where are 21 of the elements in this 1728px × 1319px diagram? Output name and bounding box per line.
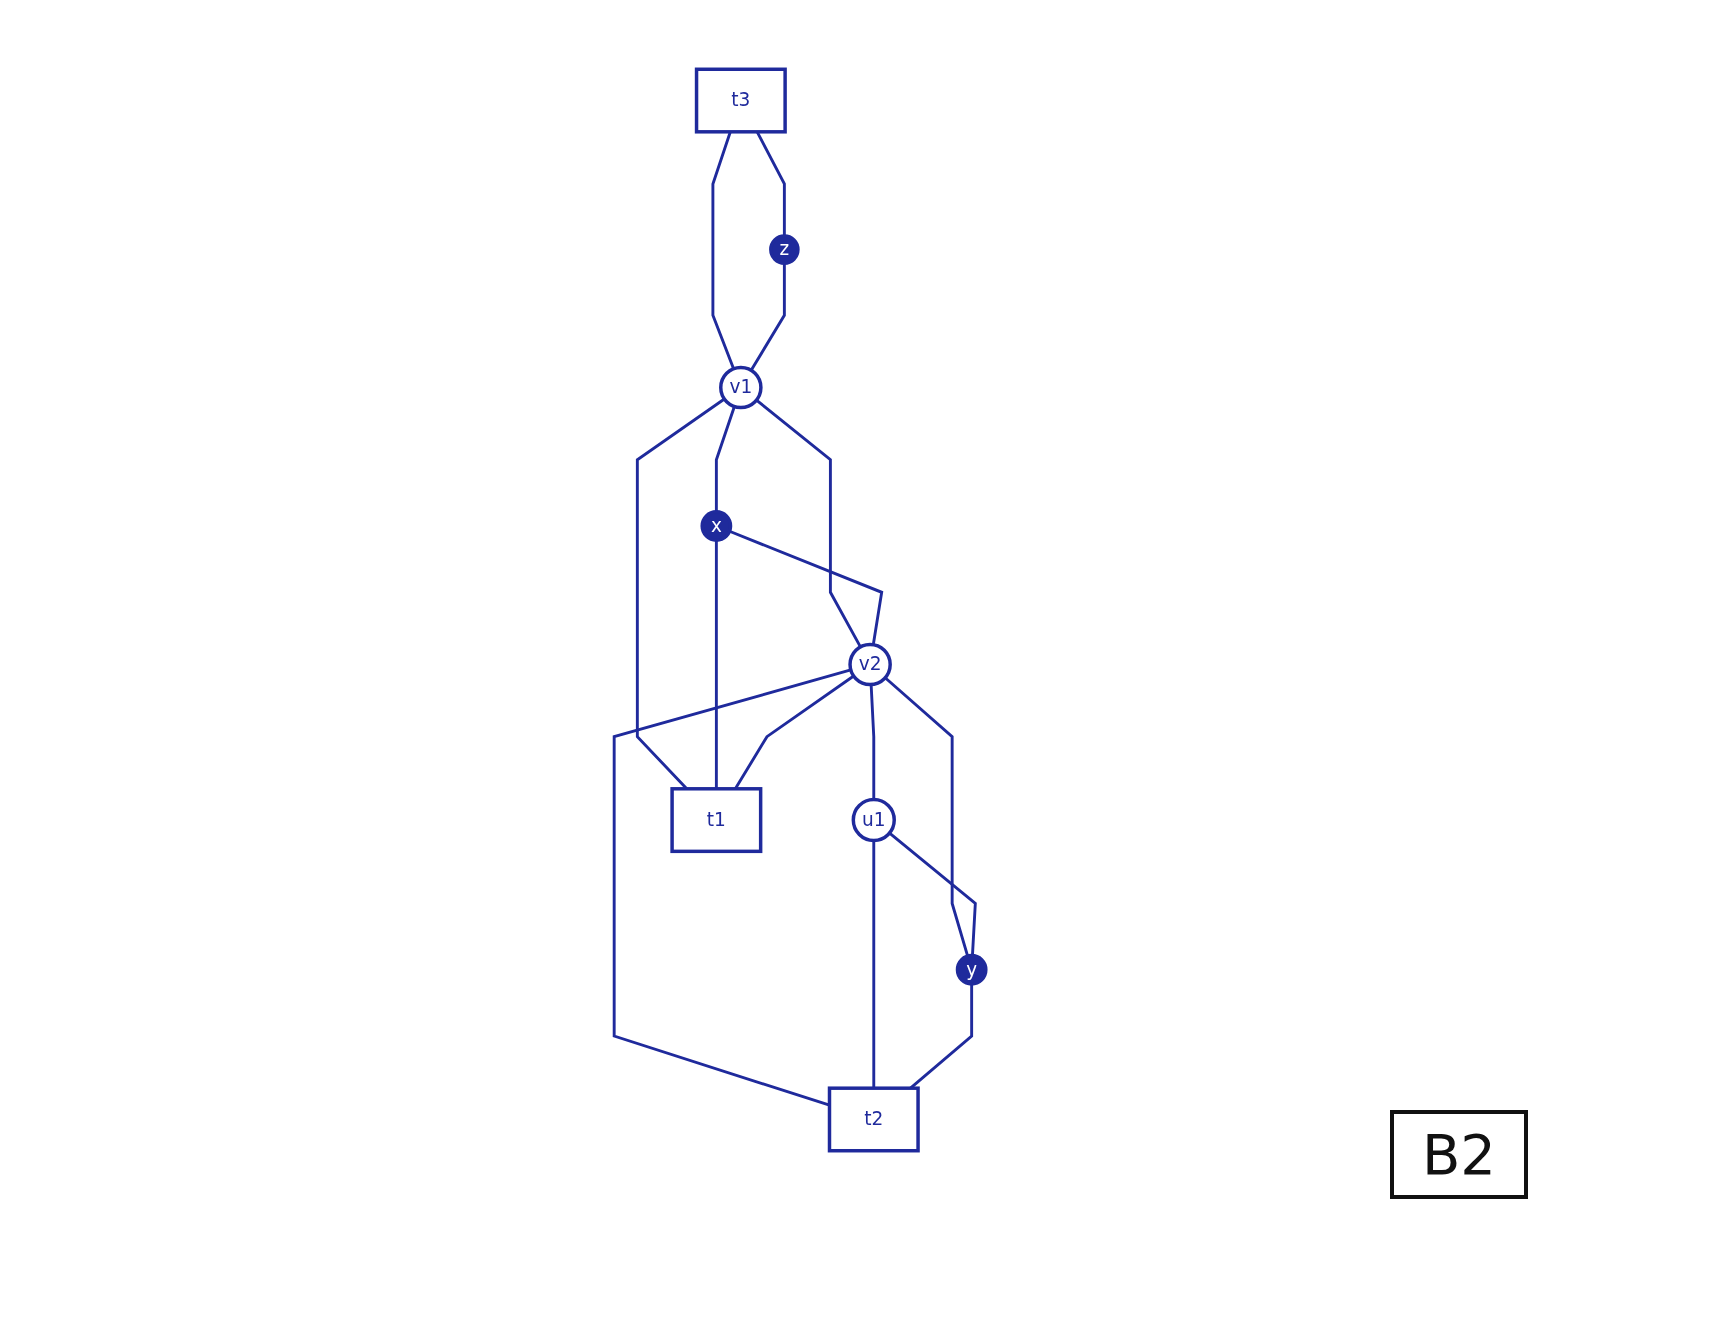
- connector: [714, 540, 718, 789]
- connector: [714, 406, 736, 512]
- connector: [755, 131, 786, 237]
- node-circle: u1: [851, 797, 896, 843]
- node-circle: z: [769, 234, 800, 265]
- node-box: t3: [694, 67, 787, 134]
- connector: [755, 398, 862, 648]
- node-circle: v2: [848, 642, 892, 687]
- connector: [728, 529, 884, 645]
- connector: [888, 831, 977, 956]
- connector: [869, 684, 876, 800]
- connector: [749, 263, 786, 372]
- node-circle: y: [955, 953, 988, 986]
- node-box: t2: [827, 1086, 920, 1153]
- connector: [884, 676, 970, 957]
- connector: [872, 840, 876, 1089]
- connector: [711, 131, 735, 370]
- label-box: B2: [1389, 1110, 1528, 1199]
- node-circle: v1: [719, 365, 763, 410]
- node-box: t1: [670, 787, 763, 854]
- node-circle: x: [700, 510, 733, 542]
